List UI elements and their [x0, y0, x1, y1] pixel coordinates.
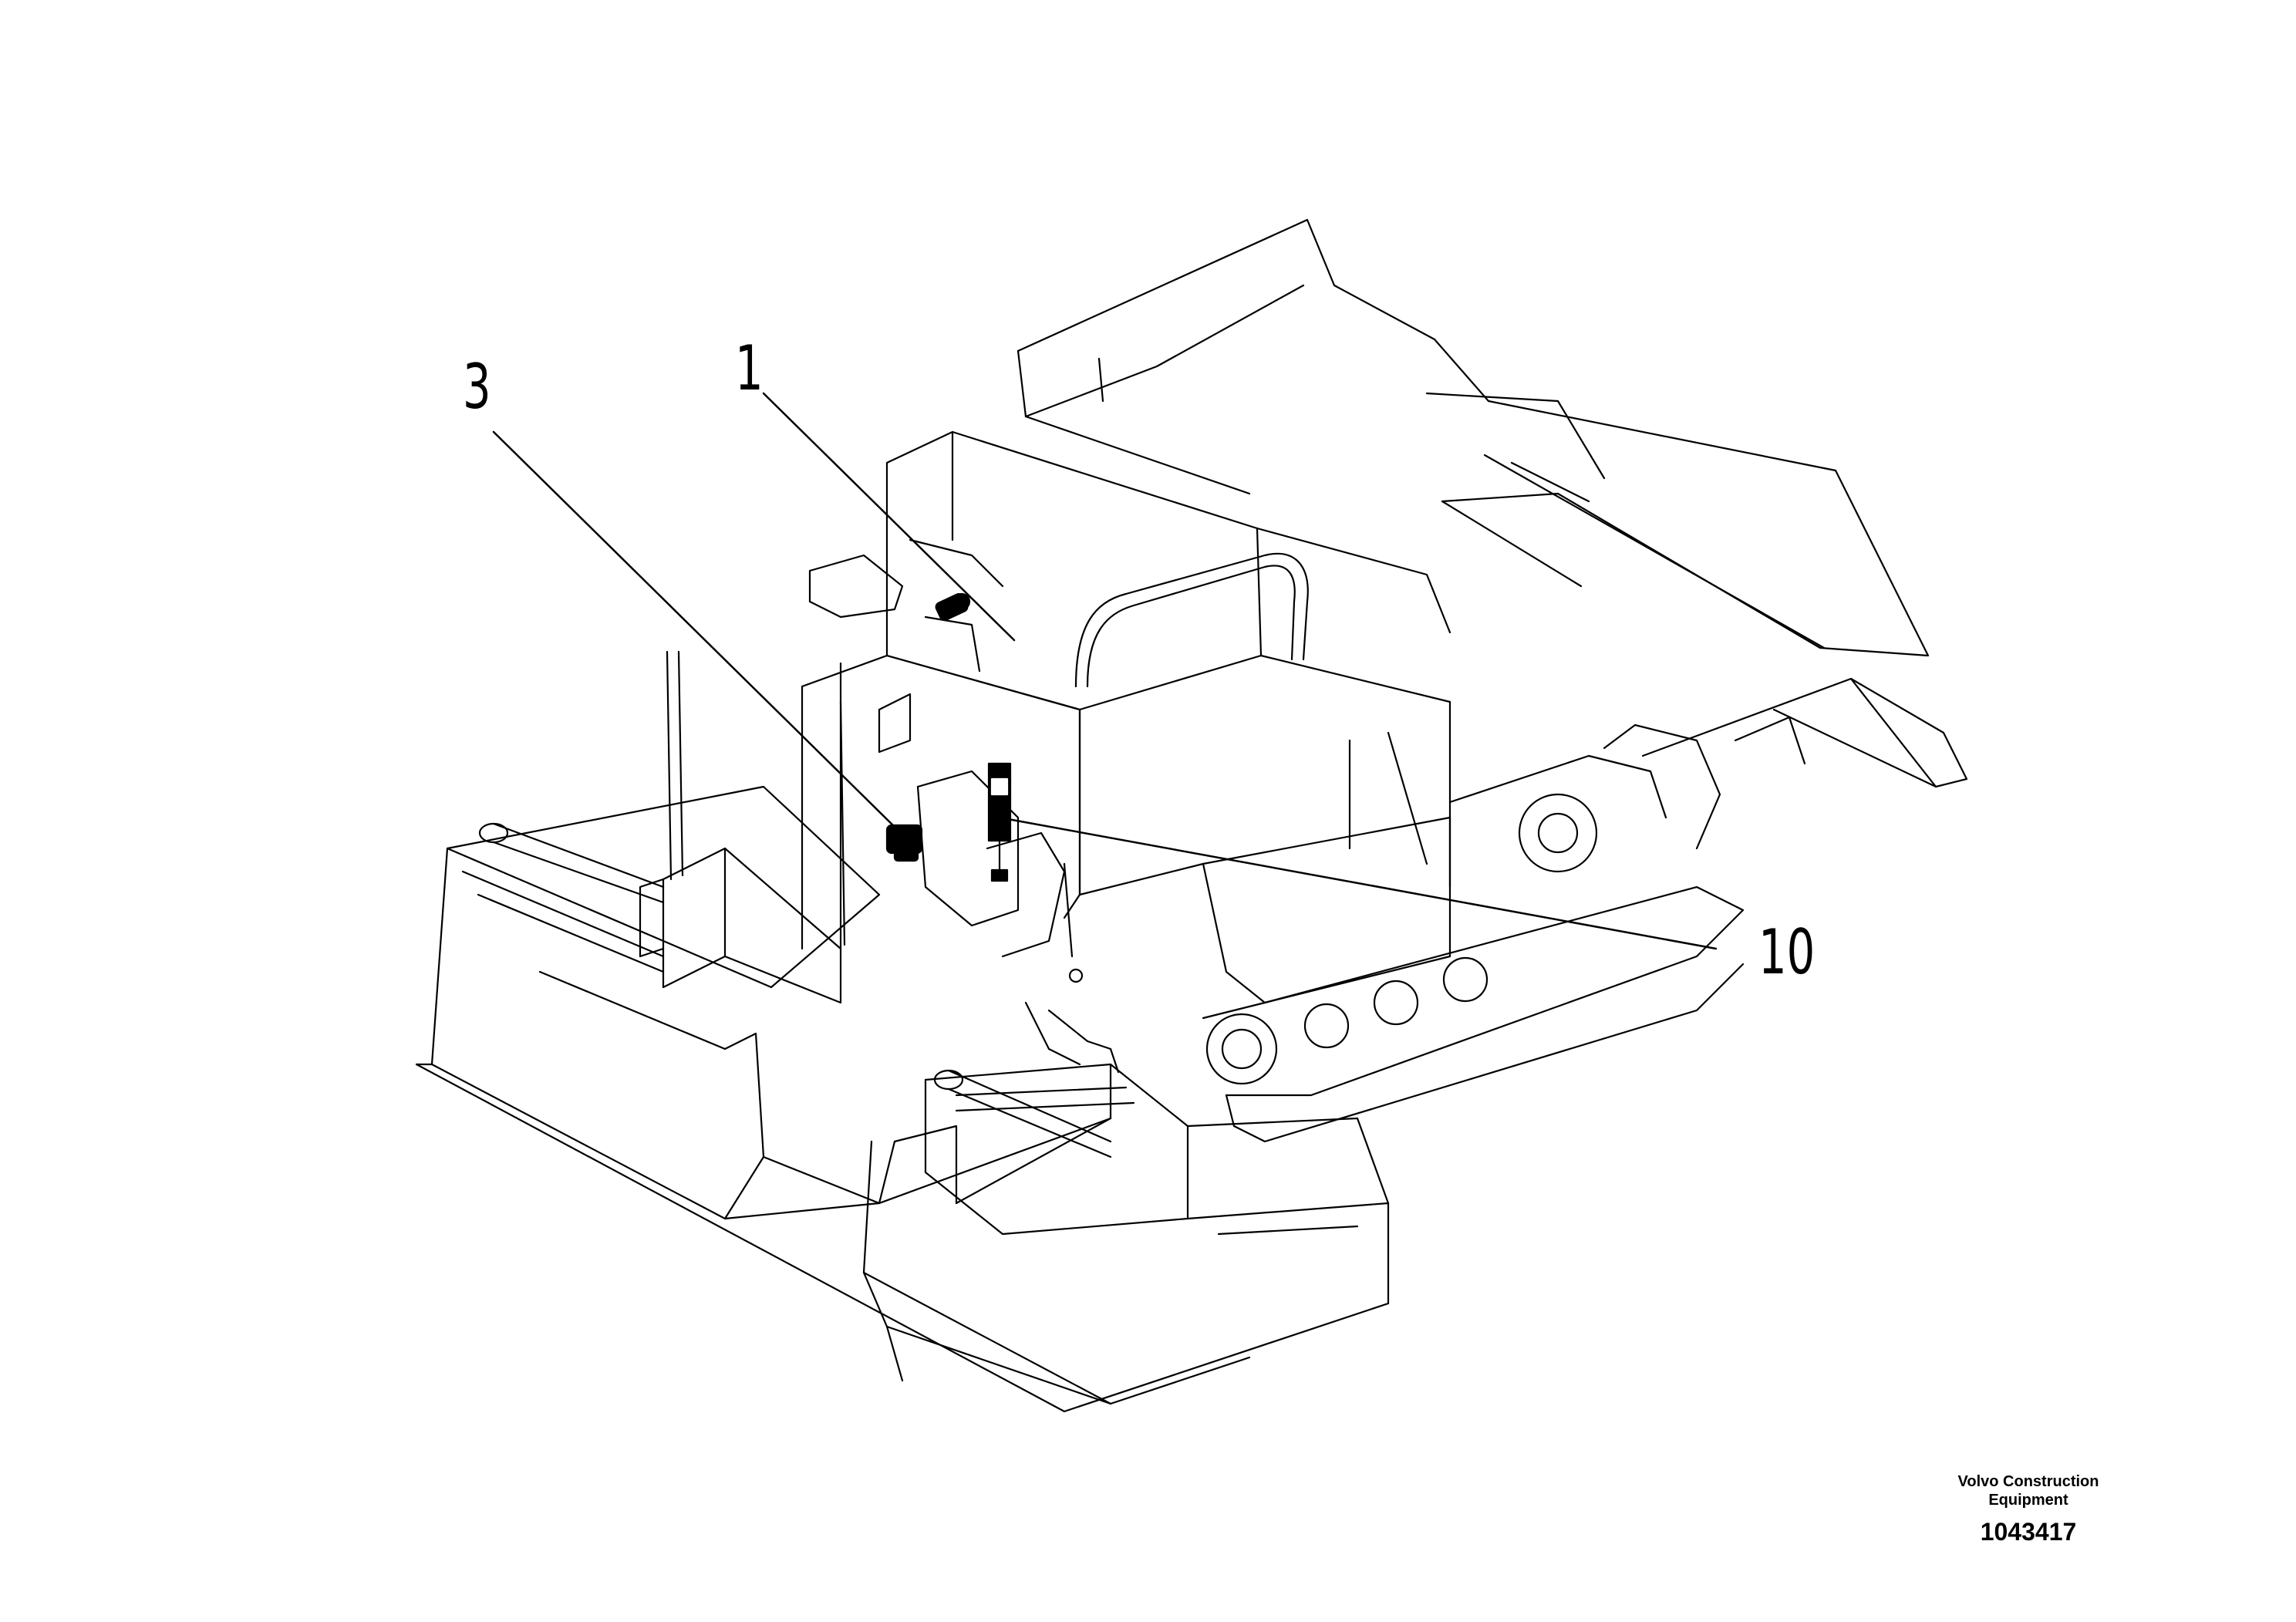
component-3-valve [885, 824, 923, 862]
screed [415, 785, 1390, 1413]
callout-label-10: 10 [1758, 916, 1816, 988]
engine-cover [885, 430, 1451, 896]
end-gate [924, 1063, 1390, 1305]
drawing-number: 1043417 [1980, 1518, 2077, 1546]
rear-crossbar [1641, 677, 1968, 788]
component-details [808, 538, 1120, 1074]
callout-label-3: 3 [463, 351, 491, 423]
leader-line-1 [762, 392, 1016, 642]
operator-rail [1074, 552, 1309, 688]
hopper-outline [1017, 218, 1930, 657]
leader-line-10 [998, 816, 1718, 950]
auger-tubes [478, 822, 1112, 1158]
brand-name-line2: Equipment [1988, 1492, 2068, 1509]
component-1-valve [935, 592, 971, 622]
callout-label-1: 1 [735, 332, 764, 404]
component-10-cylinder [987, 762, 1012, 882]
leader-line-3 [492, 430, 902, 835]
brand-name-line1: Volvo Construction [1957, 1473, 2099, 1490]
side-plate [639, 650, 846, 1004]
track-assembly [1202, 723, 1745, 1143]
